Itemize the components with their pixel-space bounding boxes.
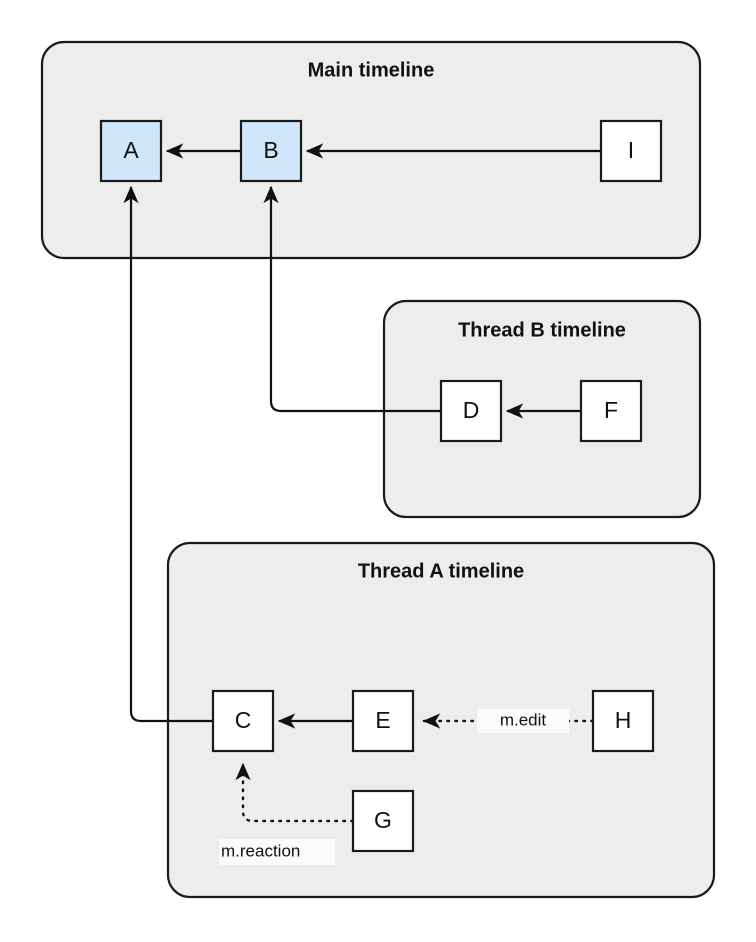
edge-label-backdrop bbox=[219, 839, 335, 865]
arrow-B-to-A-icon bbox=[165, 143, 184, 159]
event-node-box bbox=[579, 379, 643, 443]
event-node-label: D bbox=[463, 397, 480, 423]
event-node-label: G bbox=[374, 807, 392, 833]
event-node-e[interactable]: E bbox=[351, 689, 415, 753]
event-node-box bbox=[351, 789, 415, 853]
timeline-group-thread-b[interactable]: Thread B timeline bbox=[382, 299, 702, 519]
arrow-D-to-B-icon bbox=[263, 185, 279, 204]
edge-label-m-reaction: m.reaction bbox=[221, 841, 300, 860]
arrow-C-to-A-icon bbox=[123, 185, 139, 204]
event-node-box bbox=[211, 689, 275, 753]
edge-label-m-edit: m.edit bbox=[500, 710, 547, 729]
edge-c-to-a bbox=[129, 187, 213, 723]
edge-d-to-b bbox=[269, 187, 441, 413]
timeline-group-title: Thread B timeline bbox=[458, 319, 626, 341]
edges-layer bbox=[129, 149, 601, 823]
event-nodes-layer: A B I D F C E H G bbox=[99, 119, 663, 853]
event-node-h[interactable]: H bbox=[591, 689, 655, 753]
arrow-E-to-C-icon bbox=[277, 713, 296, 729]
event-node-label: B bbox=[263, 137, 278, 163]
event-node-label: E bbox=[375, 707, 390, 733]
edge-labels-layer: m.edit m.reaction bbox=[219, 709, 569, 865]
event-node-d[interactable]: D bbox=[439, 379, 503, 443]
event-node-box bbox=[591, 689, 655, 753]
event-node-label: A bbox=[123, 137, 139, 163]
event-node-label: H bbox=[615, 707, 632, 733]
event-node-box bbox=[239, 119, 303, 183]
arrow-F-to-D-icon bbox=[505, 403, 524, 419]
arrowheads-layer bbox=[123, 143, 524, 781]
event-node-g[interactable]: G bbox=[351, 789, 415, 853]
event-node-i[interactable]: I bbox=[599, 119, 663, 183]
timeline-group-title: Main timeline bbox=[308, 59, 435, 81]
event-node-f[interactable]: F bbox=[579, 379, 643, 443]
edge-label-backdrop bbox=[477, 709, 569, 733]
event-node-label: F bbox=[604, 397, 618, 423]
event-node-box bbox=[599, 119, 663, 183]
event-node-label: C bbox=[235, 707, 252, 733]
event-node-box bbox=[351, 689, 415, 753]
event-node-box bbox=[439, 379, 503, 443]
arrow-I-to-B-icon bbox=[305, 143, 324, 159]
arrow-G-to-C-icon bbox=[235, 762, 251, 781]
timeline-group-title: Thread A timeline bbox=[358, 560, 524, 582]
event-node-a[interactable]: A bbox=[99, 119, 163, 183]
event-node-b[interactable]: B bbox=[239, 119, 303, 183]
event-node-c[interactable]: C bbox=[211, 689, 275, 753]
event-node-label: I bbox=[628, 137, 634, 163]
event-node-box bbox=[99, 119, 163, 183]
timeline-group-box bbox=[382, 299, 702, 519]
arrow-H-to-E-icon bbox=[422, 713, 441, 729]
